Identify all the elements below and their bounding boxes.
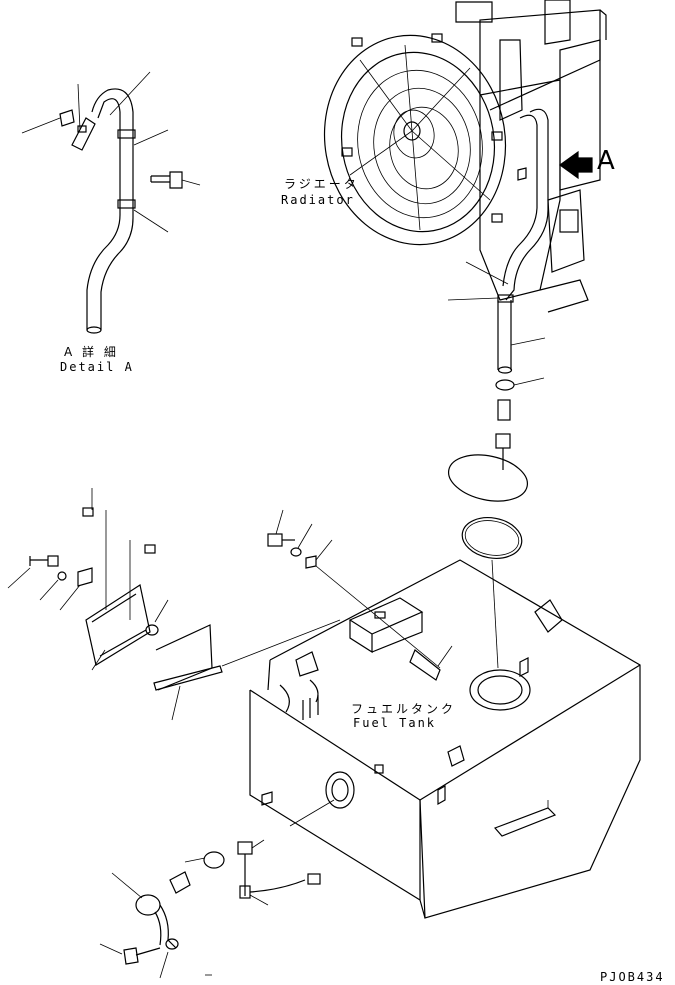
view-arrow-label: A [597, 146, 615, 176]
fuel-tank-label-en: Fuel Tank [353, 716, 437, 730]
radiator-label-en: Radiator [281, 193, 355, 207]
detail-a-hose-assembly [21, 71, 201, 334]
detail-a-label-jp: A 詳 細 [64, 345, 119, 359]
fuel-tank-label-jp: フュエルタンク [351, 702, 457, 716]
drawing-code: PJOB434 [600, 970, 665, 984]
radiator-label-jp: ラジエータ [284, 177, 359, 191]
radiator-assembly [323, 0, 607, 374]
tank-bolt-parts [267, 509, 453, 681]
drain-parts [99, 839, 321, 979]
fuel-tank-body [249, 559, 641, 919]
fuel-cap-parts [448, 377, 545, 669]
detail-a-label-en: Detail A [60, 360, 134, 374]
bracket-parts [7, 488, 341, 721]
